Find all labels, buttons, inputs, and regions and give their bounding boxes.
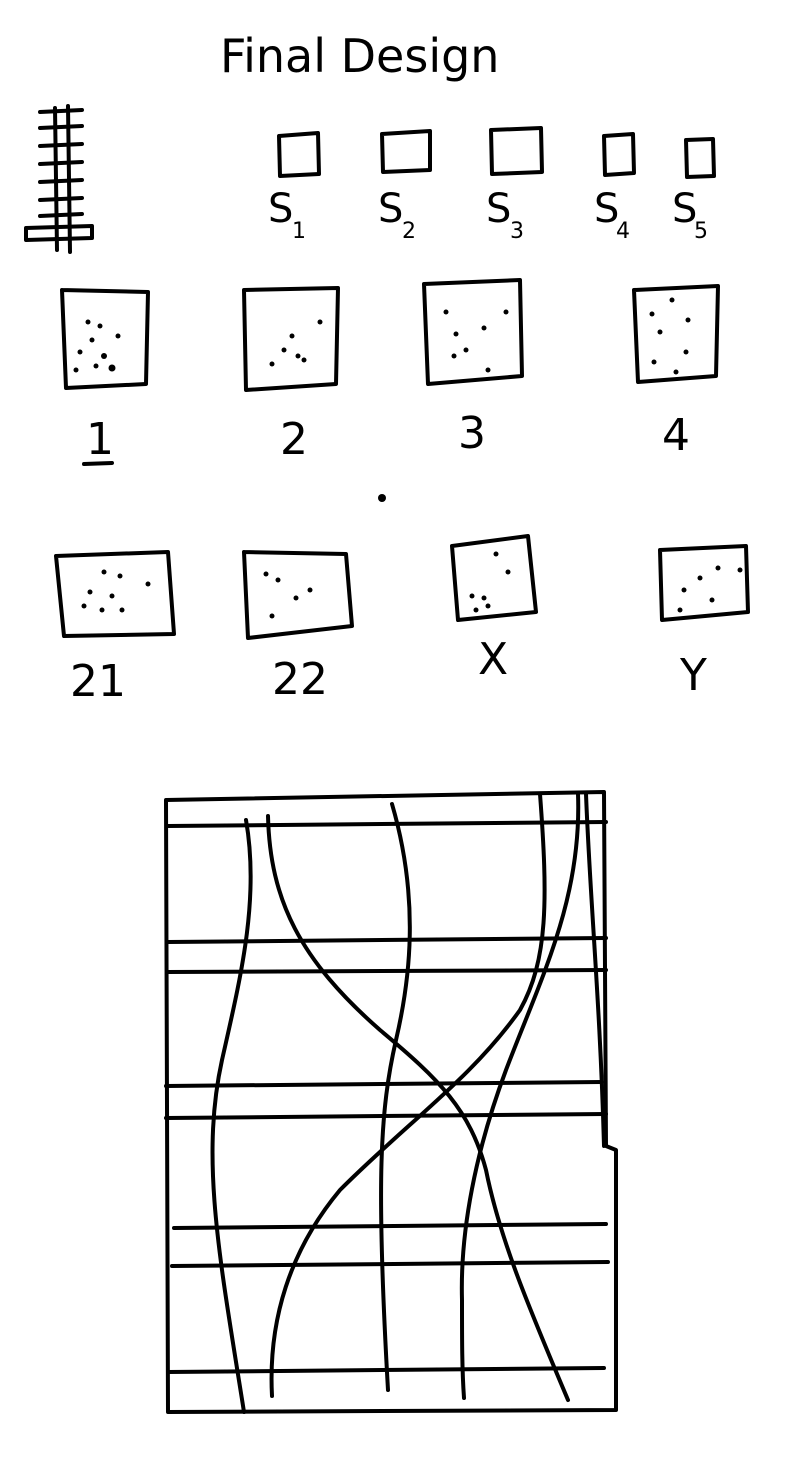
station-letter: S: [672, 186, 697, 232]
station-subscript: 4: [616, 219, 630, 244]
plot-box: [632, 284, 720, 384]
plot-label: 1: [86, 414, 114, 465]
sketch-title: Final Design: [220, 29, 499, 83]
plot-label: X: [478, 634, 508, 685]
station-square-s1: [277, 131, 321, 178]
plot-label: 22: [272, 654, 328, 705]
plot-box: [450, 534, 538, 622]
plot-label: 2: [280, 414, 308, 465]
station-subscript: 2: [402, 219, 416, 244]
layout-grid: [164, 790, 618, 1414]
plot-label: 3: [458, 408, 486, 459]
plot-box: [242, 286, 340, 392]
station-subscript: 1: [292, 219, 306, 244]
plot-row-1-labels: 1 2 3 4: [82, 408, 690, 466]
station-square-s3: [489, 126, 544, 176]
station-subscript: 3: [510, 219, 524, 244]
label-underline: [82, 461, 114, 466]
station-square-s5: [684, 137, 716, 179]
plot-label: 4: [662, 410, 690, 461]
plot-box: [422, 278, 524, 386]
station-letter: S: [378, 186, 403, 232]
station-square-s2: [380, 129, 432, 174]
plot-row-2-labels: 21 22 X Y: [70, 634, 707, 707]
plot-label: Y: [679, 650, 707, 701]
plot-box: [242, 550, 354, 640]
plot-box: [658, 544, 750, 622]
station-letter: S: [268, 186, 293, 232]
plot-label: 21: [70, 656, 126, 707]
ladder-icon: [24, 104, 94, 254]
station-subscript: 5: [694, 219, 708, 244]
plot-row-2: [54, 534, 750, 640]
station-labels: S 1 S 2 S 3 S 4 S 5: [268, 186, 708, 244]
ink-dot: [378, 494, 386, 502]
station-square-s4: [602, 132, 636, 177]
station-letter: S: [594, 186, 619, 232]
station-letter: S: [486, 186, 511, 232]
plot-box: [60, 288, 150, 390]
plot-row-1: [60, 278, 720, 392]
plot-box: [54, 550, 176, 638]
station-squares: [277, 126, 716, 179]
